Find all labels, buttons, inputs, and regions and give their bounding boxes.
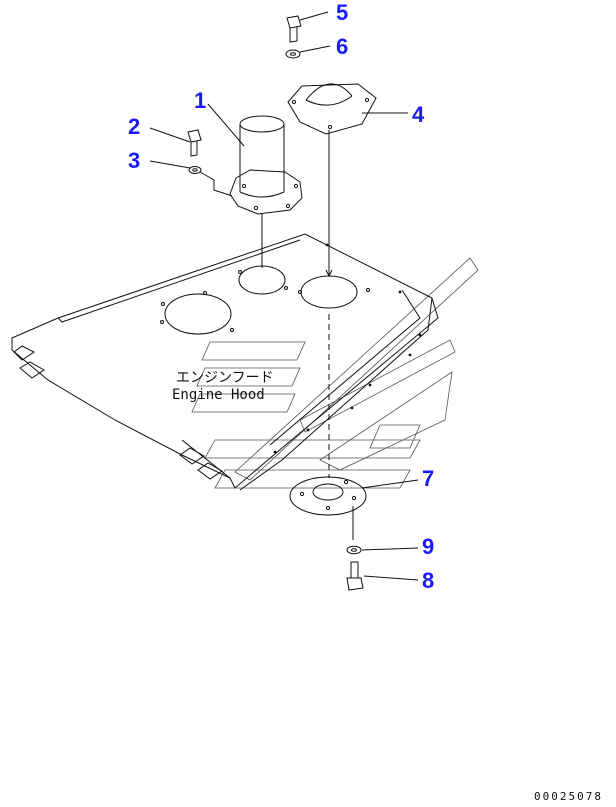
callout-9: 9 (422, 534, 434, 559)
callout-7: 7 (422, 466, 434, 491)
rain-cap-part-4 (287, 83, 377, 278)
exhaust-pipe-part-1 (199, 115, 303, 268)
hood-fastener-holes (273, 243, 422, 454)
washer-part-3 (188, 166, 202, 174)
hood-opening-left (160, 291, 234, 335)
callout-5: 5 (336, 0, 348, 25)
washer-part-9 (346, 545, 362, 555)
callout-3: 3 (128, 148, 140, 173)
leader-lines (149, 11, 419, 581)
hood-opening-right (298, 275, 370, 309)
bolt-part-5 (286, 15, 302, 43)
callout-8: 8 (422, 568, 434, 593)
callout-2: 2 (128, 114, 140, 139)
callout-numbers: 1 2 3 4 5 6 7 9 8 (128, 0, 434, 593)
bolt-part-2 (187, 129, 202, 157)
callout-4: 4 (412, 102, 425, 127)
hood-label-jp: エンジンフード (176, 370, 274, 386)
bolt-part-8 (346, 561, 364, 591)
engine-hood (11, 233, 439, 491)
hood-opening-center (238, 265, 288, 295)
gasket-plate-part-7 (289, 476, 367, 540)
callout-6: 6 (336, 34, 348, 59)
washer-part-6 (285, 49, 301, 59)
watermark-logo (191, 257, 479, 489)
drawing-number: 00025078 (534, 790, 603, 803)
callout-1: 1 (194, 88, 206, 113)
hood-label-en: Engine Hood (172, 387, 265, 403)
